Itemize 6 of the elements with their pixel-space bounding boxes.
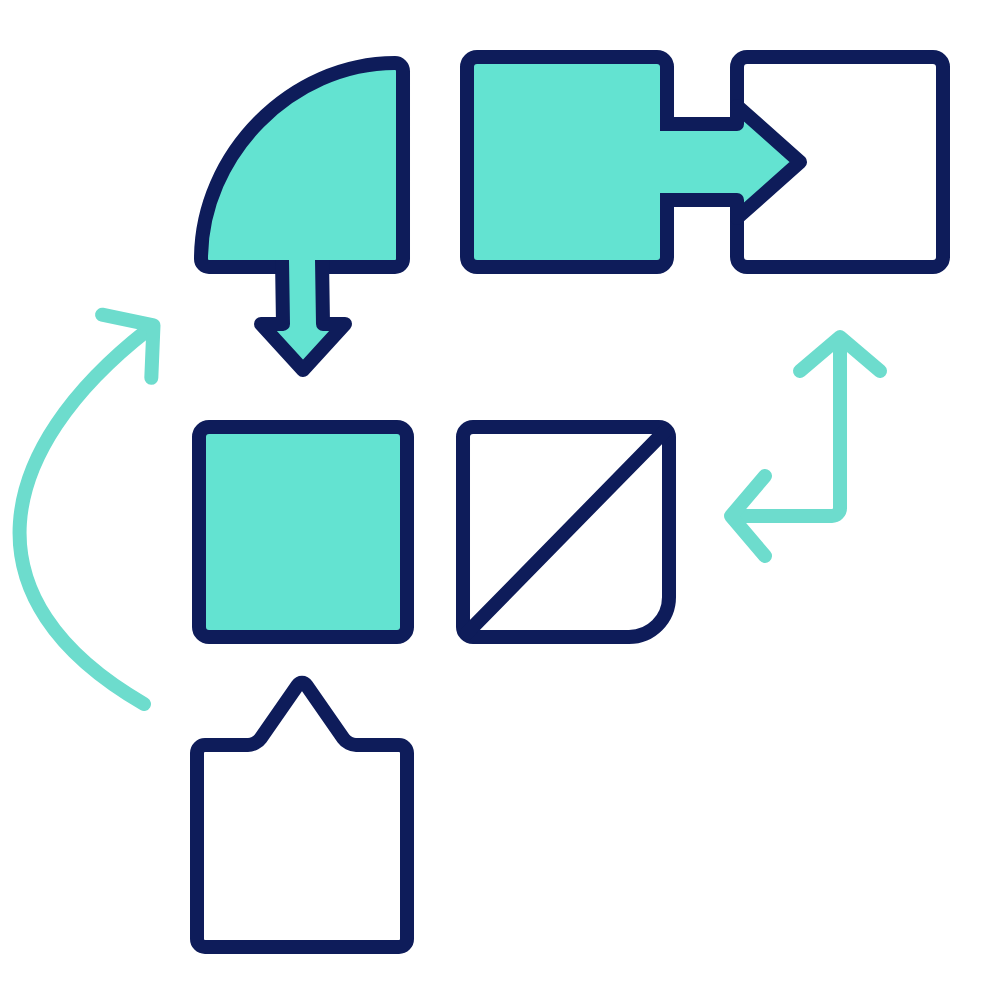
split-square [456, 420, 676, 644]
filled-square [460, 50, 674, 274]
house-shape [190, 675, 414, 954]
curved-arrow [12, 307, 161, 711]
filled-square [192, 420, 414, 644]
elbow-arrow [724, 330, 887, 563]
